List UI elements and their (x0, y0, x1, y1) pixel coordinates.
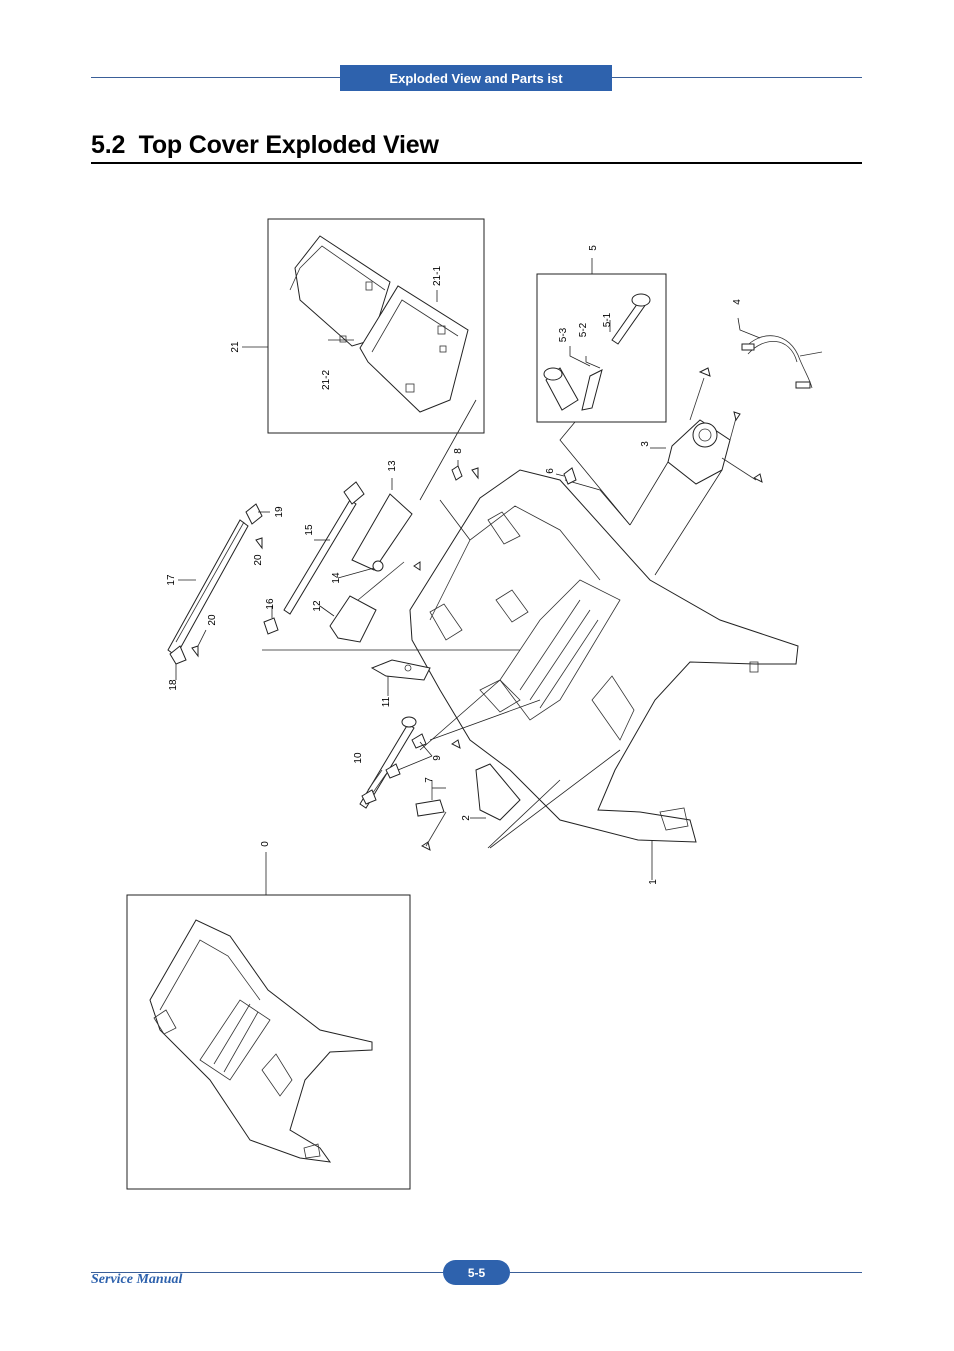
part-20-spring-b (191, 645, 199, 658)
part-13-guide (351, 493, 413, 571)
callout-6: 6 (545, 468, 556, 474)
callout-20-bottom: 20 (207, 614, 218, 626)
part-14-gear (372, 560, 384, 572)
callout-3: 3 (640, 441, 651, 447)
callout-20-top: 20 (253, 554, 264, 566)
callout-15: 15 (304, 524, 315, 536)
callout-12: 12 (312, 600, 323, 612)
footer-rule-left (91, 1272, 443, 1273)
footer-manual-title: Service Manual (91, 1272, 183, 1287)
part-19-holder (245, 503, 263, 525)
part-2-guide (475, 763, 521, 821)
callout-21-1: 21-1 (432, 266, 443, 286)
callout-10: 10 (353, 752, 364, 764)
part-10-roller-shaft (359, 716, 417, 809)
part-6-clip (563, 467, 577, 485)
callout-5-3: 5-3 (558, 327, 569, 342)
part-18-holder (169, 645, 187, 665)
page-number: 5-5 (443, 1260, 510, 1285)
part-20-spring-a (255, 537, 263, 550)
detail-box-21 (267, 218, 485, 434)
callout-0: 0 (260, 841, 271, 847)
callout-5: 5 (588, 245, 599, 251)
callout-21-2: 21-2 (321, 370, 332, 390)
screw-9 (451, 739, 461, 749)
footer-rule-right (510, 1272, 862, 1273)
callout-17: 17 (166, 574, 177, 586)
callout-1: 1 (648, 879, 659, 885)
screw-8 (471, 467, 479, 480)
callout-5-2: 5-2 (578, 322, 589, 337)
part-1-top-cover (409, 469, 799, 843)
callout-2: 2 (461, 815, 472, 821)
callout-4: 4 (732, 299, 743, 305)
part-16-holder (263, 617, 279, 635)
part-7-bracket (415, 780, 445, 817)
part-15-shaft (283, 481, 365, 615)
callout-13: 13 (387, 460, 398, 472)
callout-11: 11 (381, 696, 392, 707)
part-9-clip-c (361, 789, 377, 805)
detail-box-5 (536, 273, 667, 423)
callout-18: 18 (168, 679, 179, 691)
part-4-cable-harness (741, 335, 823, 389)
part-5-2-shaft (581, 369, 603, 411)
title-underline (91, 162, 862, 164)
callout-5-1: 5-1 (602, 312, 613, 327)
part-9-clip-a (411, 733, 427, 749)
part-11-lever (370, 659, 431, 681)
callout-14: 14 (331, 572, 342, 584)
callout-9: 9 (432, 755, 443, 761)
callout-8: 8 (453, 448, 464, 454)
part-21-1-tray (359, 285, 469, 413)
part-5-1-gear (611, 293, 651, 345)
callout-19: 19 (274, 506, 285, 518)
part-8-spring (451, 465, 463, 481)
part-12-guide (329, 561, 405, 643)
part-17-rail (167, 519, 249, 657)
callout-16: 16 (265, 598, 276, 610)
section-tab: Exploded View and Parts ist (340, 65, 612, 91)
page-title: 5.2 Top Cover Exploded View (91, 131, 439, 159)
part-0-assembled-top-cover (149, 919, 373, 1163)
detail-box-0 (126, 894, 411, 1190)
part-3-motor (667, 367, 763, 485)
callout-21: 21 (230, 341, 241, 353)
header-rule-left (91, 77, 340, 78)
part-9-clip-b (385, 763, 401, 779)
part-5-3-roller-rubber (543, 367, 579, 411)
callout-7: 7 (424, 777, 435, 783)
header-rule-right (612, 77, 862, 78)
screw-14 (413, 561, 421, 571)
